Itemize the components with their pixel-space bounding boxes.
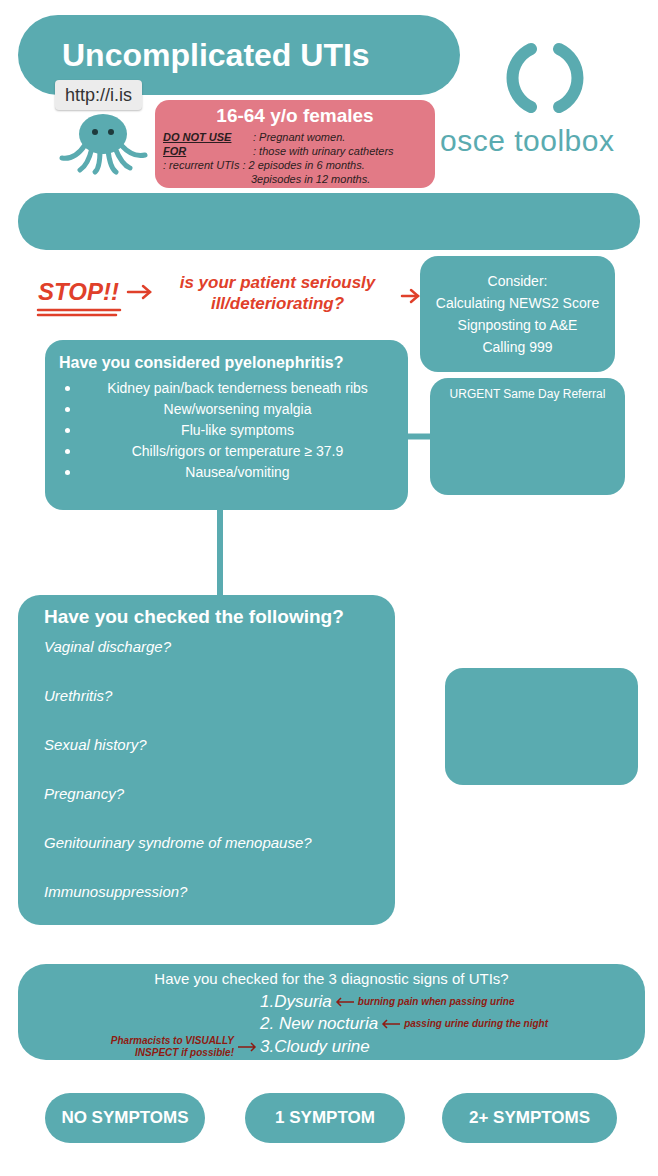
connector-line	[217, 510, 223, 595]
bullet-item: Flu-like symptoms	[57, 420, 396, 441]
box-text: Signposting to A&E	[428, 314, 607, 336]
bullet-dot	[65, 386, 70, 391]
leader-arrow	[335, 997, 355, 1007]
box-text: Urethritis?	[44, 687, 369, 705]
outcome-button: 2+ SYMPTOMS	[442, 1093, 617, 1143]
connector-line	[408, 434, 430, 440]
action-box: Consider:Calculating NEWS2 ScoreSignpost…	[420, 256, 615, 372]
box-text: Calling 999	[428, 336, 607, 358]
box-heading: Have you checked the following?	[44, 605, 369, 628]
bullet-dot	[65, 428, 70, 433]
bullet-dot	[65, 470, 70, 475]
box-text: DO NOT USE FOR	[163, 130, 253, 158]
sign-row: Pharmacists to VISUALLY INSPECT if possi…	[28, 1035, 635, 1059]
diagnostic-sign: 3.Cloudy urine	[260, 1036, 370, 1058]
box-text: Vaginal discharge?	[44, 638, 369, 656]
box-heading: URGENT Same Day Referral	[438, 386, 617, 402]
box-text: Genitourinary syndrome of menopause?	[44, 834, 369, 852]
bullet-dot	[65, 449, 70, 454]
box-heading: 2+ SYMPTOMS	[469, 1108, 590, 1128]
sign-row: 1.Dysuria burning pain when passing urine	[28, 991, 635, 1013]
empty-band	[18, 193, 640, 250]
leader-arrow-line	[238, 1043, 255, 1051]
bullet-item: New/worsening myalgia	[57, 399, 396, 420]
url-tooltip: http://i.is	[55, 80, 142, 110]
box-text: Sexual history?	[44, 736, 369, 754]
diagnostic-band: Have you checked for the 3 diagnostic si…	[18, 964, 645, 1060]
bullet-item: Chills/rigors or temperature ≥ 37.9	[57, 441, 396, 462]
referral-box: URGENT Same Day Referral	[430, 378, 625, 495]
leader-arrow	[381, 1019, 401, 1029]
warning-question: is your patient seriously ill/deteriorat…	[155, 272, 400, 314]
warning-text: STOP!!	[38, 278, 119, 306]
box-text: : Pregnant women.	[253, 130, 427, 144]
box-heading: 16-64 y/o females	[163, 104, 427, 128]
box-heading: Consider:	[428, 270, 607, 292]
leader-arrow-line	[337, 998, 354, 1006]
empty-box	[445, 668, 638, 785]
box-heading: 1 SYMPTOM	[275, 1108, 375, 1128]
box-text: : recurrent UTIs : 2 episodes in 6 month…	[163, 158, 427, 172]
logo-mark	[513, 49, 578, 107]
box-text: Pregnancy?	[44, 785, 369, 803]
leader-arrow	[237, 1042, 257, 1052]
check-box: Have you considered pyelonephritis? Kidne…	[45, 340, 408, 510]
octopus-mascot	[62, 114, 145, 172]
box-text: Immunosuppression?	[44, 883, 369, 901]
audience-box: 16-64 y/o femalesDO NOT USE FOR: Pregnan…	[155, 100, 435, 188]
box-text: : those with urinary catheters	[253, 144, 427, 158]
note-cell: Pharmacists to VISUALLY INSPECT if possi…	[28, 1035, 260, 1059]
box-heading: Have you considered pyelonephritis?	[57, 352, 396, 374]
sign-note: passing urine during the night	[404, 1018, 548, 1030]
box-text: 3episodes in 12 months.	[163, 172, 427, 186]
leader-arrow-line	[383, 1020, 400, 1028]
box-heading: NO SYMPTOMS	[61, 1108, 188, 1128]
bullet-dot	[65, 407, 70, 412]
bullet-item: Kidney pain/back tenderness beneath ribs	[57, 378, 396, 399]
sign-row: 2. New nocturia passing urine during the …	[28, 1013, 635, 1035]
logo-text: osce toolbox	[440, 124, 614, 158]
diagnostic-sign: 2. New nocturia	[260, 1013, 378, 1035]
sign-note: burning pain when passing urine	[358, 996, 515, 1008]
band-heading: Have you checked for the 3 diagnostic si…	[28, 969, 635, 989]
inspect-note: Pharmacists to VISUALLY INSPECT if possi…	[74, 1035, 234, 1059]
box-heading: Uncomplicated UTIs	[62, 37, 370, 74]
box-text: Calculating NEWS2 Score	[428, 292, 607, 314]
diagnostic-sign: 1.Dysuria	[260, 991, 332, 1013]
check-box: Have you checked the following? Vaginal d…	[18, 595, 395, 925]
bullet-item: Nausea/vomiting	[57, 462, 396, 483]
outcome-button: 1 SYMPTOM	[245, 1093, 405, 1143]
outcome-button: NO SYMPTOMS	[45, 1093, 205, 1143]
